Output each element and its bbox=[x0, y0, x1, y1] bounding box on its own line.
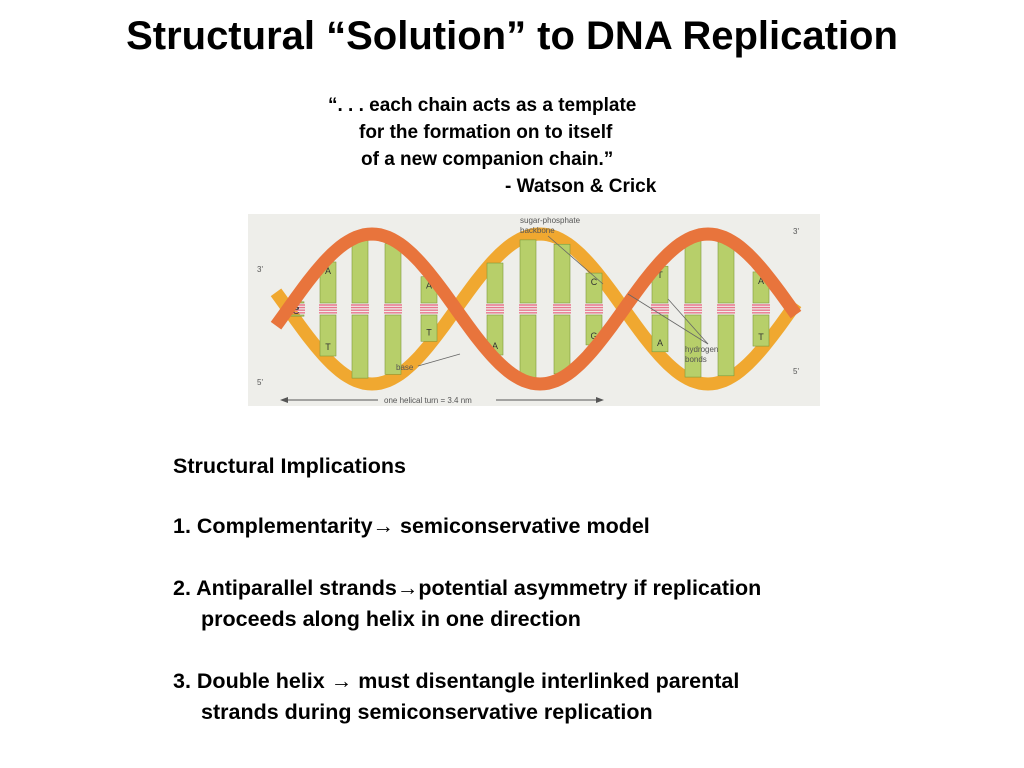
slide-title: Structural “Solution” to DNA Replication bbox=[126, 14, 898, 58]
diagram-annotations: sugar-phosphate backbone hydrogen bonds … bbox=[257, 216, 799, 405]
base-block bbox=[684, 240, 702, 304]
backbone-strand-back bbox=[270, 227, 802, 391]
implication-2-number: 2. bbox=[173, 576, 197, 600]
helical-turn-label: one helical turn = 3.4 nm bbox=[384, 396, 472, 405]
quote-line-1: “. . . each chain acts as a template bbox=[328, 95, 637, 116]
base-letter: A bbox=[426, 281, 432, 291]
base-letter: A bbox=[657, 338, 663, 348]
backbone-strand-front bbox=[270, 227, 802, 391]
implication-2-text-a: Antiparallel strands bbox=[196, 576, 397, 600]
orange-strand bbox=[270, 227, 802, 391]
base-block bbox=[585, 272, 603, 304]
implication-3-text-b: must disentangle interlinked parental bbox=[352, 669, 740, 693]
base-letter: C bbox=[293, 306, 300, 316]
base-block bbox=[752, 314, 770, 347]
implication-3-text-a: Double helix bbox=[196, 669, 331, 693]
base-label: base bbox=[396, 363, 414, 372]
right-arrow-icon: → bbox=[372, 514, 395, 538]
quote-attribution: - Watson & Crick bbox=[505, 176, 657, 197]
base-block bbox=[351, 314, 369, 379]
right-arrow-icon: → bbox=[330, 669, 353, 693]
base-block bbox=[717, 241, 735, 304]
right-arrow-icon: → bbox=[396, 576, 419, 600]
base-letter: G bbox=[590, 331, 597, 341]
base-block bbox=[351, 239, 369, 304]
end-label-3-left: 3' bbox=[257, 265, 263, 274]
implication-1-text-a: Complementarity bbox=[196, 514, 373, 538]
base-letter: C bbox=[591, 277, 598, 287]
hbond-label-1: hydrogen bbox=[685, 345, 718, 354]
measure-arrow-left bbox=[280, 397, 288, 403]
measure-label-bg bbox=[378, 395, 496, 405]
base-block bbox=[553, 243, 571, 304]
base-block bbox=[319, 314, 337, 357]
base-letter: A bbox=[325, 266, 331, 276]
base-block bbox=[717, 314, 735, 377]
base-block bbox=[384, 314, 402, 375]
base-block bbox=[519, 239, 537, 304]
hbond-pointer-2 bbox=[627, 293, 709, 345]
implication-2-text-b: potential asymmetry if replication bbox=[418, 576, 762, 600]
hbond-pointer-1 bbox=[667, 298, 709, 345]
base-letter: A bbox=[758, 276, 764, 286]
implication-item-1: 1. Complementarity→ semiconservative mod… bbox=[173, 511, 933, 542]
backbone-pointer bbox=[547, 235, 604, 285]
base-block bbox=[420, 314, 438, 342]
base-letter: T bbox=[758, 332, 764, 342]
base-block bbox=[384, 243, 402, 304]
base-block bbox=[684, 314, 702, 378]
implication-2-continuation: proceeds along helix in one direction bbox=[201, 607, 581, 631]
implication-item-2: 2. Antiparallel strands→potential asymme… bbox=[173, 573, 933, 635]
end-label-3-right: 3' bbox=[793, 227, 799, 236]
quote-line-2: for the formation on to itself bbox=[359, 122, 613, 143]
hbond-label-2: bonds bbox=[685, 355, 707, 364]
implication-item-3: 3. Double helix → must disentangle inter… bbox=[173, 666, 933, 728]
quote-line-3: of a new companion chain.” bbox=[361, 149, 614, 170]
yellow-strand bbox=[270, 227, 802, 391]
structural-implications: Structural Implications 1. Complementari… bbox=[173, 452, 933, 759]
base-letter: A bbox=[492, 341, 498, 351]
implication-1-text-b: semiconservative model bbox=[394, 514, 650, 538]
base-block bbox=[553, 314, 571, 375]
implication-3-number: 3. bbox=[173, 669, 197, 693]
base-pointer bbox=[417, 353, 461, 367]
implications-heading: Structural Implications bbox=[173, 454, 406, 478]
measure-arrow-right bbox=[596, 397, 604, 403]
implication-3-continuation: strands during semiconservative replicat… bbox=[201, 700, 653, 724]
base-block bbox=[651, 314, 669, 353]
base-letter: T bbox=[426, 327, 432, 337]
implication-1-number: 1. bbox=[173, 514, 197, 538]
backbone-label-2: backbone bbox=[520, 226, 555, 235]
end-label-5-right: 5' bbox=[793, 367, 799, 376]
base-block bbox=[486, 262, 504, 304]
backbone-label-1: sugar-phosphate bbox=[520, 216, 581, 225]
base-letter: T bbox=[657, 270, 663, 280]
base-block bbox=[519, 314, 537, 379]
end-label-5-left: 5' bbox=[257, 378, 263, 387]
base-letter: T bbox=[325, 342, 331, 352]
